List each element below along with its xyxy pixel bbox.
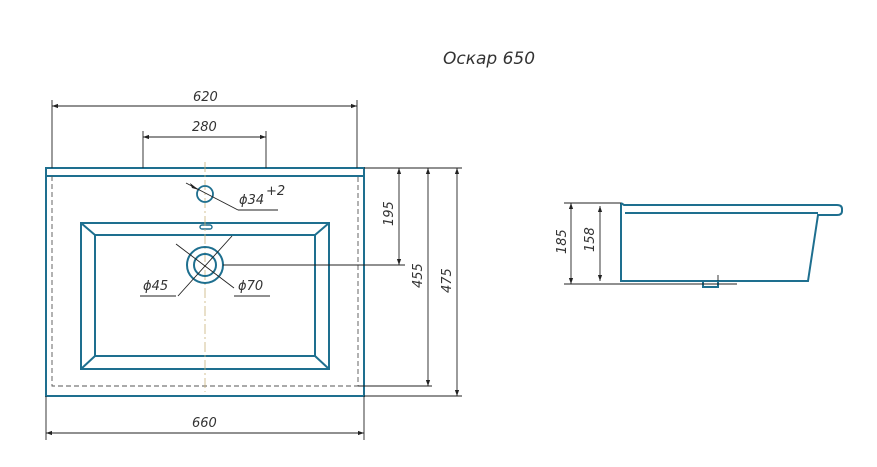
tap-hole-arrow (190, 183, 199, 190)
tap-hole-tolerance: +2 (266, 184, 285, 199)
drain-inner-label: ϕ45 (143, 279, 168, 294)
dim-475-label: 475 (440, 268, 455, 293)
dim-185-label: 185 (555, 229, 570, 254)
bevel-bl (80, 355, 96, 370)
tap-hole (196, 185, 214, 203)
bevel-br (314, 355, 330, 370)
dim-660-label: 660 (192, 416, 217, 431)
bevel-tr (314, 222, 330, 236)
bevel-tl (80, 222, 96, 236)
drain-outer-label: ϕ70 (238, 279, 263, 294)
dim-280-label: 280 (192, 120, 217, 135)
dim-195-label: 195 (382, 201, 397, 226)
drain-crosshair-b (177, 235, 233, 297)
dim-620-label: 620 (193, 90, 218, 105)
drawing-title: Оскар 650 (443, 49, 535, 69)
overflow-slot (199, 224, 213, 230)
dim-158-label: 158 (583, 227, 598, 252)
side-profile-outline (620, 202, 843, 282)
tap-hole-label: ϕ34 (239, 193, 264, 208)
top-view: ϕ34 +2 ϕ45 ϕ70 620 280 660 195 (45, 90, 462, 440)
side-view: 185 158 (555, 202, 843, 288)
drain-inner (193, 253, 217, 277)
dim-455-label: 455 (411, 263, 426, 288)
